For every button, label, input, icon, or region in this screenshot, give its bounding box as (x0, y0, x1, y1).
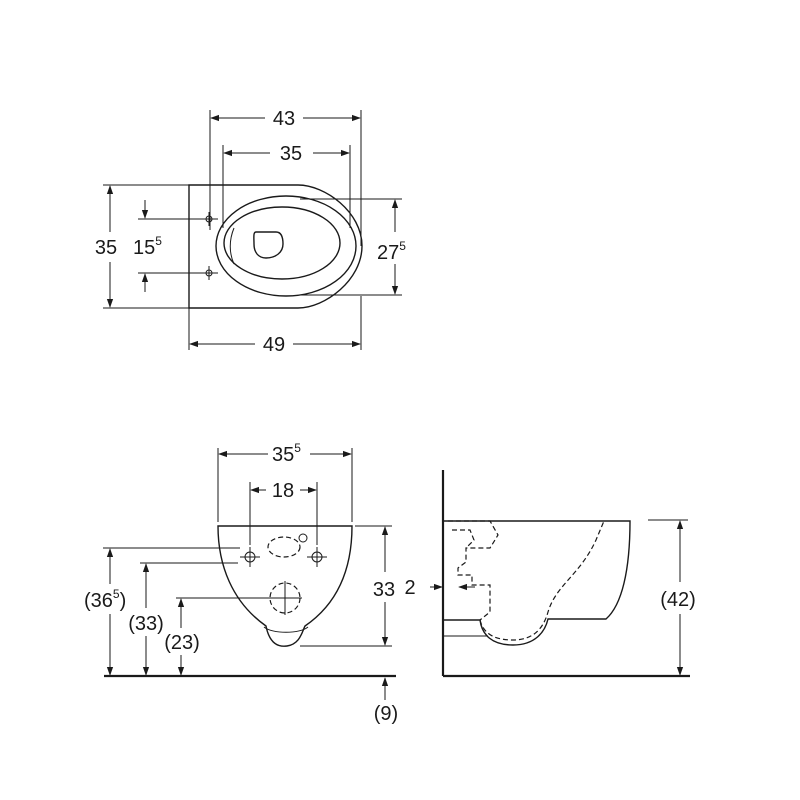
dim-label-49: 49 (263, 334, 285, 356)
front-view-outline (217, 525, 353, 647)
inlet-marker (298, 533, 308, 543)
dim-label-35-5: 355 (272, 441, 301, 466)
bowl-opening (223, 206, 341, 280)
top-view: 43 35 35 155 275 49 (95, 108, 406, 356)
bowl-inner-rim (215, 195, 357, 297)
dim-label-23-paren: (23) (164, 632, 200, 654)
side-view: 2 (42) (404, 470, 696, 678)
front-view: 355 18 33 (365) (33) (23) (9) (84, 441, 398, 725)
internal-channel (448, 520, 499, 621)
dim-label-36-5: (365) (84, 587, 126, 612)
dim-label-15-5: 155 (133, 234, 162, 259)
side-view-outline (443, 520, 631, 646)
dim-label-9-paren: (9) (374, 703, 398, 725)
bowl-front-edge (229, 227, 235, 265)
dim-label-43: 43 (273, 108, 295, 130)
dim-label-27-5: 275 (377, 239, 406, 264)
dim-label-33-right: 33 (373, 579, 395, 601)
internal-bowl (479, 520, 605, 641)
dim-label-35-vertical: 35 (95, 237, 117, 259)
dim-label-42-paren: (42) (660, 589, 696, 611)
dim-label-35-horizontal: 35 (280, 143, 302, 165)
bolt-hole-left (240, 547, 260, 567)
drain-outlet (253, 231, 284, 259)
top-view-outline (188, 184, 363, 309)
drain-outlet-front (268, 581, 302, 615)
dim-label-18: 18 (272, 480, 294, 502)
water-inlet (267, 536, 301, 558)
front-underside (263, 626, 309, 633)
bolt-hole-right (307, 547, 327, 567)
internal-detail (452, 529, 475, 549)
dim-label-2: 2 (404, 577, 415, 599)
dim-label-33-paren: (33) (128, 613, 164, 635)
